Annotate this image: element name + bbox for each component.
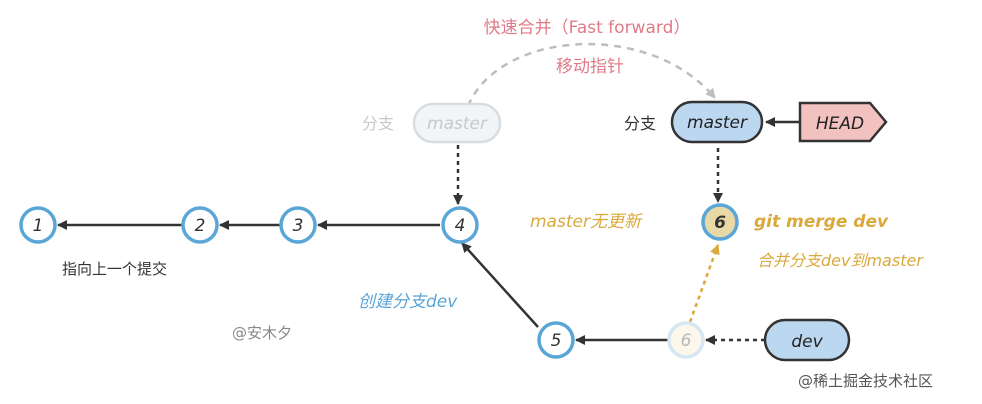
dev-branch: dev (763, 318, 851, 362)
commit-6-faded-label: 6 (681, 331, 692, 351)
commit-4-label: 4 (455, 216, 466, 236)
master-branch-name: master (687, 113, 748, 133)
fast-forward-arrow (466, 42, 716, 107)
commit-2: 2 (181, 206, 219, 244)
edge-5-to-4 (461, 242, 539, 328)
commit-5-label: 5 (551, 331, 562, 351)
master-branch: 分支 master (624, 100, 764, 144)
faded-branch-prefix: 分支 (362, 114, 394, 133)
commit-3: 3 (279, 206, 317, 244)
head-tag: HEAD (798, 101, 888, 143)
create-branch-label: 创建分支dev (358, 292, 458, 312)
faded-branch-name: master (427, 114, 488, 134)
commit-6-merged-label: 6 (714, 213, 726, 233)
commit-3-label: 3 (293, 216, 304, 236)
watermark-label: @稀土掘金技术社区 (798, 372, 933, 390)
author-label: @安木夕 (232, 324, 292, 342)
commit-6-faded: 6 (667, 321, 705, 359)
commit-1-label: 1 (33, 216, 44, 236)
merge-desc-label: 合并分支dev到master (757, 251, 924, 270)
fast-forward-subtitle: 移动指针 (556, 57, 624, 77)
git-merge-label: git merge dev (754, 212, 889, 232)
commit-2-label: 2 (195, 216, 206, 236)
faded-master-branch: 分支 master (362, 102, 502, 144)
commit-1: 1 (19, 206, 57, 244)
fast-forward-title: 快速合并（Fast forward） (484, 18, 691, 38)
commit-6-merged: 6 (701, 203, 739, 241)
master-branch-prefix: 分支 (624, 114, 656, 133)
commit-5: 5 (537, 321, 575, 359)
commit-4: 4 (441, 206, 479, 244)
dev-branch-name: dev (791, 332, 823, 352)
prev-commit-label: 指向上一个提交 (62, 260, 167, 278)
master-no-update-label: master无更新 (530, 212, 644, 232)
merge-pointer (688, 244, 720, 323)
head-label: HEAD (816, 114, 864, 134)
